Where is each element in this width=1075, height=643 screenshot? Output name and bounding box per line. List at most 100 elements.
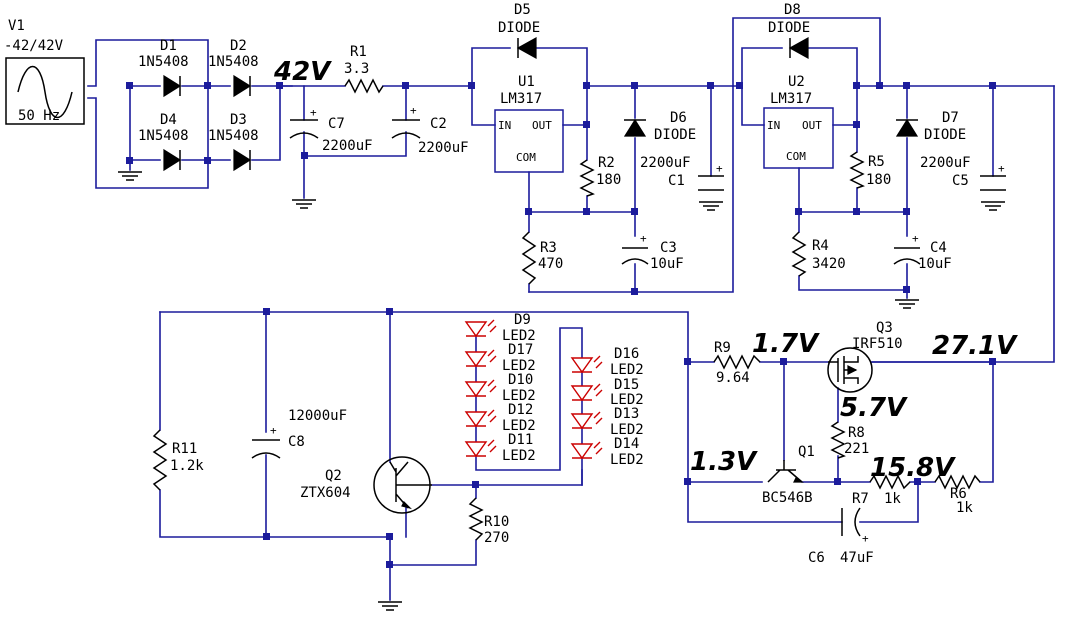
svg-text:LED2: LED2	[502, 418, 536, 434]
resistor-r4: R4 3420	[791, 231, 846, 277]
svg-text:LED2: LED2	[502, 328, 536, 344]
v1-source: V1 -42/42V 50 Hz	[4, 18, 85, 125]
svg-text:2200uF: 2200uF	[920, 155, 971, 171]
svg-text:1N5408: 1N5408	[138, 54, 189, 70]
svg-text:10uF: 10uF	[918, 256, 952, 272]
svg-text:C8: C8	[288, 434, 305, 450]
svg-text:C1: C1	[668, 173, 685, 189]
svg-text:180: 180	[866, 172, 891, 188]
svg-text:COM: COM	[786, 150, 806, 163]
svg-text:D8: D8	[784, 2, 801, 18]
regulator-u2: U2 LM317 IN OUT COM	[763, 74, 834, 169]
svg-text:221: 221	[844, 441, 869, 457]
svg-text:D3: D3	[230, 112, 247, 128]
svg-text:D17: D17	[508, 342, 533, 358]
svg-text:OUT: OUT	[532, 119, 552, 132]
label-15-8v: 15.8V	[870, 453, 956, 483]
label-5-7v: 5.7V	[840, 393, 908, 423]
svg-text:LED2: LED2	[610, 392, 644, 408]
svg-text:1k: 1k	[956, 500, 973, 516]
svg-text:2200uF: 2200uF	[640, 155, 691, 171]
svg-text:IRF510: IRF510	[852, 336, 903, 352]
svg-text:D10: D10	[508, 372, 533, 388]
svg-text:470: 470	[538, 256, 563, 272]
resistor-r10: R10 270	[468, 497, 509, 546]
svg-text:COM: COM	[516, 151, 536, 164]
svg-text:1.2k: 1.2k	[170, 458, 204, 474]
svg-text:D4: D4	[160, 112, 177, 128]
svg-text:+: +	[912, 232, 919, 245]
svg-text:2200uF: 2200uF	[322, 138, 373, 154]
resistor-r7: R7 1k	[852, 474, 911, 507]
svg-text:1N5408: 1N5408	[208, 54, 259, 70]
svg-text:R10: R10	[484, 514, 509, 530]
diode-d3: D3 1N5408	[208, 112, 259, 172]
svg-text:1k: 1k	[884, 491, 901, 507]
svg-text:+: +	[640, 232, 647, 245]
svg-text:R2: R2	[598, 155, 615, 171]
svg-text:BC546B: BC546B	[762, 490, 813, 506]
resistor-r11: R11 1.2k	[152, 429, 204, 491]
svg-text:U2: U2	[788, 74, 805, 90]
resistor-r5: R5 180	[849, 151, 891, 189]
svg-text:D13: D13	[614, 406, 639, 422]
label-42v: 42V	[273, 57, 332, 87]
label-27-1v: 27.1V	[932, 331, 1018, 361]
capacitor-c6: + C6 47uF	[808, 507, 874, 566]
svg-text:R9: R9	[714, 340, 731, 356]
capacitor-c7: + C7 2200uF	[289, 106, 373, 154]
svg-text:D6: D6	[670, 110, 687, 126]
svg-text:47uF: 47uF	[840, 550, 874, 566]
led-labels-right: D16 LED2 D15 LED2 D13 LED2 D14 LED2	[610, 346, 644, 468]
svg-text:DIODE: DIODE	[768, 20, 810, 36]
svg-text:D11: D11	[508, 432, 533, 448]
resistor-r6: R6 1k	[934, 474, 981, 516]
svg-text:R8: R8	[848, 425, 865, 441]
mosfet-q3: Q3 IRF510	[827, 320, 903, 393]
svg-text:D2: D2	[230, 38, 247, 54]
capacitor-c3: + C3 10uF	[621, 232, 684, 272]
svg-text:R11: R11	[172, 441, 197, 457]
diode-d7: D7 DIODE	[895, 110, 966, 143]
transistor-q2: Q2 ZTX604	[300, 456, 432, 514]
svg-text:DIODE: DIODE	[924, 127, 966, 143]
svg-text:R5: R5	[868, 154, 885, 170]
svg-text:-42/42V: -42/42V	[4, 38, 64, 54]
svg-text:12000uF: 12000uF	[288, 408, 347, 424]
svg-text:D1: D1	[160, 38, 177, 54]
svg-text:U1: U1	[518, 74, 535, 90]
voltage-annotations: 1.7V 27.1V 5.7V 1.3V 15.8V	[690, 329, 1018, 483]
svg-text:LED2: LED2	[610, 362, 644, 378]
led-column-left	[464, 319, 497, 458]
diode-d6: D6 DIODE	[623, 110, 696, 143]
svg-text:R4: R4	[812, 238, 829, 254]
diode-d4: D4 1N5408	[138, 112, 189, 172]
svg-text:9.64: 9.64	[716, 370, 750, 386]
svg-text:Q1: Q1	[798, 444, 815, 460]
svg-text:LED2: LED2	[502, 388, 536, 404]
ground-symbols	[118, 171, 1005, 611]
svg-text:50 Hz: 50 Hz	[18, 108, 60, 124]
svg-text:R1: R1	[350, 44, 367, 60]
diode-d2: D2 1N5408	[208, 38, 259, 98]
svg-text:LED2: LED2	[610, 422, 644, 438]
svg-text:2200uF: 2200uF	[418, 140, 469, 156]
led-labels-left: D9 LED2 D17 LED2 D10 LED2 D12 LED2 D11 L…	[502, 312, 536, 464]
svg-text:C4: C4	[930, 240, 947, 256]
svg-text:C2: C2	[430, 116, 447, 132]
svg-text:3.3: 3.3	[344, 61, 369, 77]
svg-text:R6: R6	[950, 486, 967, 502]
svg-text:+: +	[716, 162, 723, 175]
svg-text:D12: D12	[508, 402, 533, 418]
svg-text:+: +	[862, 532, 869, 545]
svg-text:1N5408: 1N5408	[138, 128, 189, 144]
junctions	[126, 82, 996, 568]
svg-text:LED2: LED2	[610, 452, 644, 468]
svg-text:D16: D16	[614, 346, 639, 362]
svg-text:C5: C5	[952, 173, 969, 189]
svg-text:270: 270	[484, 530, 509, 546]
resistor-r1: R1 3.3	[344, 44, 384, 94]
wires	[87, 17, 1055, 601]
svg-text:D14: D14	[614, 436, 639, 452]
svg-text:C7: C7	[328, 116, 345, 132]
